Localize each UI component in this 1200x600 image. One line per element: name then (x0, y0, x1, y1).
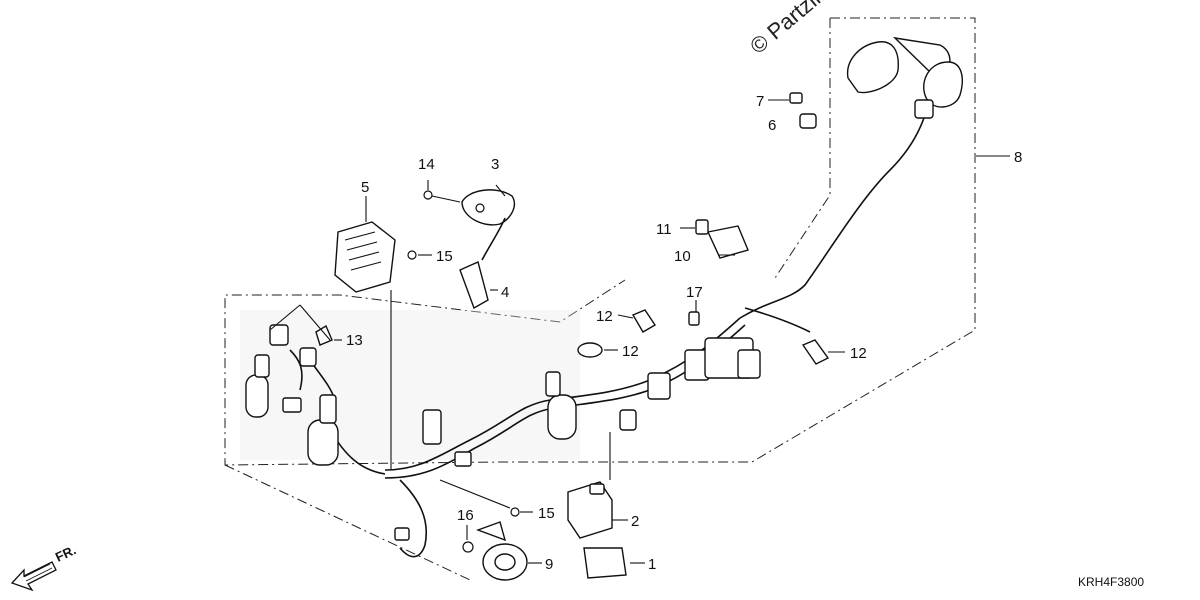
bolt-item-14 (423, 190, 461, 203)
callout-10: 10 (674, 248, 691, 265)
regulator-rectifier-item-5 (334, 221, 396, 293)
bolt-item-16 (462, 541, 474, 553)
callout-1: 1 (648, 556, 656, 573)
clip-item-6-7 (789, 92, 817, 129)
central-connector-cluster (545, 337, 761, 440)
callout-15a: 15 (436, 248, 453, 265)
callout-14: 14 (418, 156, 435, 173)
leader-lines (269, 99, 1010, 564)
clip-item-12-c (801, 339, 830, 365)
harness-boots-item-8 (846, 36, 963, 119)
group-outline-bottom (224, 18, 831, 581)
fuse-item-17 (688, 311, 700, 326)
callout-4: 4 (501, 284, 509, 301)
callout-7: 7 (756, 93, 764, 110)
horn-item-9 (475, 521, 528, 581)
callout-17: 17 (686, 284, 703, 301)
rubber-cover-item-1 (583, 547, 627, 579)
relay-boot-item-4 (459, 261, 489, 310)
group-outline-8 (224, 17, 976, 466)
callout-2: 2 (631, 513, 639, 530)
callout-12b: 12 (622, 343, 639, 360)
band-item-12-b (577, 342, 603, 358)
front-direction-label: FR. (53, 542, 78, 564)
callout-8: 8 (1014, 149, 1022, 166)
callout-11: 11 (656, 221, 672, 238)
front-arrow-icon (10, 561, 57, 592)
relay-item-10 (706, 225, 749, 259)
callout-3: 3 (491, 156, 499, 173)
fuse-item-11 (695, 219, 709, 235)
callout-15b: 15 (538, 505, 555, 522)
control-unit-item-2 (567, 481, 613, 539)
callout-13: 13 (346, 332, 363, 349)
callout-6: 6 (768, 117, 776, 134)
diagram-code: KRH4F3800 (1078, 575, 1144, 589)
starter-relay-item-3 (461, 189, 516, 261)
watermark: © Partzilla (745, 0, 839, 59)
callout-5: 5 (361, 179, 369, 196)
callout-9: 9 (545, 556, 553, 573)
clip-item-13 (315, 324, 333, 346)
front-direction-arrow: FR. (10, 542, 78, 592)
bolt-item-15-b (510, 507, 520, 517)
callout-12a: 12 (596, 308, 613, 325)
left-connector-cluster (245, 324, 472, 541)
bolt-item-15-a (407, 250, 417, 260)
callout-16: 16 (457, 507, 474, 524)
callout-12c: 12 (850, 345, 867, 362)
clip-item-12-a (631, 309, 656, 333)
